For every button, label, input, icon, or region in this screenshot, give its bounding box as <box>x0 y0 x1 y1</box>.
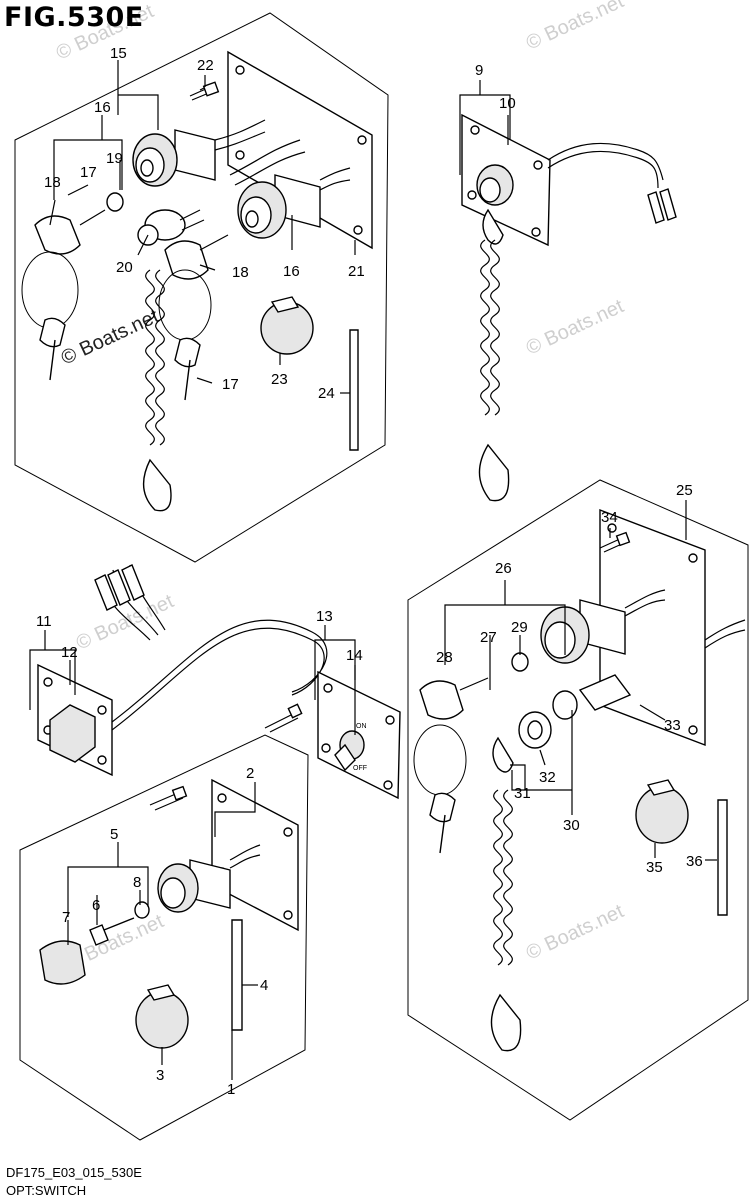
callout-labels: 15 16 19 17 18 20 22 18 16 21 17 23 24 9… <box>36 45 703 1098</box>
callout-23: 23 <box>271 371 288 388</box>
footer-name: OPT:SWITCH <box>6 1183 87 1198</box>
callout-2: 2 <box>246 765 254 782</box>
callout-18b: 18 <box>232 264 249 281</box>
callout-24: 24 <box>318 385 335 402</box>
callout-9: 9 <box>475 62 483 79</box>
callout-30: 30 <box>563 817 580 834</box>
assembly-25 <box>413 508 746 1052</box>
callout-27: 27 <box>480 629 497 646</box>
callout-25: 25 <box>676 482 693 499</box>
callout-18: 18 <box>44 174 61 191</box>
callout-17: 17 <box>80 164 97 181</box>
callout-1: 1 <box>227 1081 235 1098</box>
callout-31: 31 <box>514 785 531 802</box>
callout-16b: 16 <box>283 263 300 280</box>
callout-13: 13 <box>316 608 333 625</box>
assembly-15 <box>21 50 373 512</box>
callout-21: 21 <box>348 263 365 280</box>
callout-17b: 17 <box>222 376 239 393</box>
watermark: © Boats.net <box>523 0 628 55</box>
watermark: © Boats.net <box>523 900 628 964</box>
footer-code: DF175_E03_015_530E <box>6 1165 142 1180</box>
callout-34: 34 <box>601 509 618 526</box>
switch-on-label: ON <box>356 723 367 730</box>
callout-10: 10 <box>499 95 516 112</box>
callout-12: 12 <box>61 644 78 661</box>
callout-4: 4 <box>260 977 268 994</box>
callout-7: 7 <box>62 909 70 926</box>
assembly-9 <box>461 113 677 502</box>
callout-36: 36 <box>686 853 703 870</box>
switch-off-label: OFF <box>353 765 367 772</box>
callout-8: 8 <box>133 874 141 891</box>
group-boxes <box>14 12 749 1141</box>
callout-33: 33 <box>664 717 681 734</box>
leader-lines <box>29 60 717 1080</box>
assembly-11 <box>37 564 328 777</box>
callout-26: 26 <box>495 560 512 577</box>
callout-15: 15 <box>110 45 127 62</box>
callout-20: 20 <box>116 259 133 276</box>
callout-22: 22 <box>197 57 214 74</box>
callout-29: 29 <box>511 619 528 636</box>
callout-3: 3 <box>156 1067 164 1084</box>
callout-16: 16 <box>94 99 111 116</box>
assembly-13: ON OFF <box>264 670 401 800</box>
callout-6: 6 <box>92 897 100 914</box>
assembly-1 <box>39 778 299 1049</box>
callout-5: 5 <box>110 826 118 843</box>
callout-32: 32 <box>539 769 556 786</box>
callout-19: 19 <box>106 150 123 167</box>
callout-14: 14 <box>346 647 363 664</box>
callout-28: 28 <box>436 649 453 666</box>
watermark: © Boats.net <box>523 295 628 359</box>
callout-11: 11 <box>36 613 52 630</box>
figure-title: FIG.530E <box>4 2 144 33</box>
callout-35: 35 <box>646 859 663 876</box>
watermark-dark: © Boats.net <box>58 305 163 369</box>
